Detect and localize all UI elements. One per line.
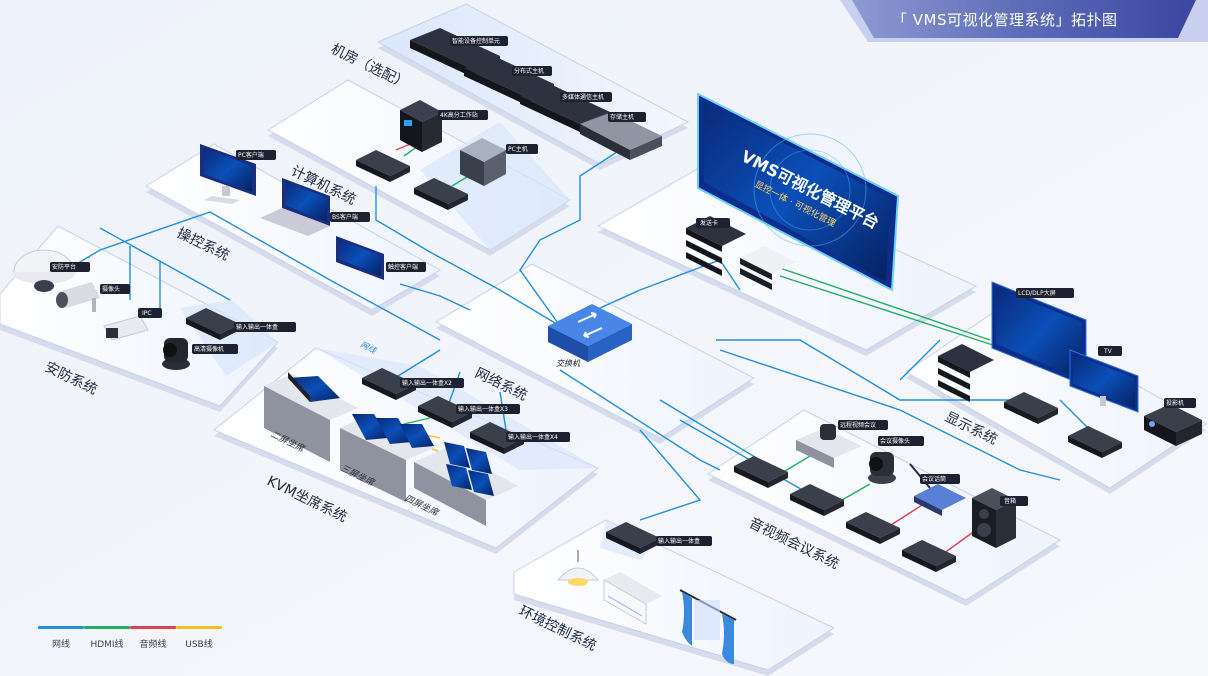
label-io-box-x4: 输入输出一体盒X4 bbox=[508, 433, 558, 441]
legend-item-net: 网线 bbox=[38, 626, 84, 650]
legend-swatch-hdmi bbox=[84, 626, 130, 629]
io-box-av-1 bbox=[734, 456, 788, 488]
pc-host-tower bbox=[460, 138, 506, 186]
label-pc-host: PC主机 bbox=[508, 145, 528, 153]
io-box-kvm-x3 bbox=[418, 396, 472, 428]
pc-client-monitor bbox=[200, 144, 256, 204]
pendant-lamp-icon bbox=[556, 550, 600, 586]
panel-computer bbox=[267, 79, 571, 256]
legend-swatch-net bbox=[38, 626, 84, 629]
seat-4-desk bbox=[414, 442, 518, 526]
vms-big-screen bbox=[697, 92, 900, 292]
label-smart-ctrl: 智能设备控制单元 bbox=[452, 37, 500, 45]
io-box-av-2 bbox=[790, 484, 844, 516]
curtain-icon bbox=[679, 589, 737, 664]
rack-storage-host bbox=[580, 112, 662, 160]
label-multimedia-host: 多媒体通信主机 bbox=[562, 93, 604, 101]
conf-camera bbox=[868, 452, 896, 484]
label-ipc: IPC bbox=[142, 310, 152, 317]
label-switch: 交换机 bbox=[556, 359, 581, 368]
network-cables bbox=[49, 149, 1101, 521]
label-bg bbox=[450, 36, 508, 46]
label-workstation: 4K高分工作站 bbox=[440, 111, 478, 119]
io-box-display-2 bbox=[1068, 426, 1122, 458]
panel-av bbox=[706, 409, 1062, 606]
legend-label-net: 网线 bbox=[51, 640, 70, 650]
legend-swatch-usb bbox=[176, 626, 222, 629]
label-io-box-x2: 输入输出一体盒X2 bbox=[402, 379, 452, 387]
label-tv: TV bbox=[1103, 348, 1113, 355]
label-io-box-env: 输入输出一体盒 bbox=[658, 537, 700, 545]
legend-label-hdmi: HDMI线 bbox=[90, 640, 124, 650]
label-touch-client: 触控客户端 bbox=[388, 263, 418, 271]
label-pc-client: PC客户端 bbox=[238, 151, 264, 159]
page-title: 「 VMS可视化管理系统」拓扑图 bbox=[892, 11, 1118, 29]
air-conditioner-icon bbox=[603, 572, 662, 625]
io-box-display-1 bbox=[1004, 392, 1058, 424]
title-banner bbox=[840, 0, 1208, 42]
cable-legend: 网线 HDMI线 音频线 USB线 bbox=[38, 626, 238, 656]
ipc-camera bbox=[103, 315, 149, 341]
network-switch bbox=[548, 304, 632, 362]
io-box-computer-2 bbox=[414, 178, 468, 210]
label-speaker: 音箱 bbox=[1004, 497, 1016, 505]
label-lcd-dlp: LCD/DLP大屏 bbox=[1018, 289, 1056, 297]
label-remote-conf: 远程视频会议 bbox=[840, 421, 876, 429]
label-distributed-host: 分布式主机 bbox=[514, 67, 544, 75]
io-box-av-3 bbox=[846, 512, 900, 544]
label-io-box-x3: 输入输出一体盒X3 bbox=[458, 405, 508, 413]
legend-item-hdmi: HDMI线 bbox=[84, 626, 130, 650]
label-security-platform: 安防平台 bbox=[52, 263, 76, 271]
touch-client-tablet bbox=[336, 236, 384, 280]
label-hd-camera: 高清摄像机 bbox=[194, 345, 224, 353]
hd-ptz-camera bbox=[162, 338, 190, 370]
label-bs-client: BS客户端 bbox=[332, 213, 358, 221]
projector bbox=[1144, 404, 1202, 446]
legend-swatch-audio bbox=[130, 626, 176, 629]
remote-conf-terminal bbox=[796, 424, 862, 468]
tv-screen bbox=[1069, 349, 1139, 413]
legend-item-usb: USB线 bbox=[176, 626, 222, 650]
legend-label-audio: 音频线 bbox=[139, 640, 167, 650]
label-storage-host: 存储主机 bbox=[610, 113, 634, 121]
bs-client-laptop bbox=[260, 178, 330, 236]
bullet-camera bbox=[56, 282, 100, 312]
label-camera: 摄像头 bbox=[102, 285, 120, 293]
workstation-tower bbox=[400, 100, 442, 152]
io-box-av-4 bbox=[902, 540, 956, 572]
io-box-env bbox=[606, 522, 660, 554]
display-controller-stack bbox=[938, 344, 994, 402]
label-projector: 投影机 bbox=[1166, 399, 1184, 407]
label-conf-mic: 会议话筒 bbox=[922, 475, 946, 483]
io-box-computer-1 bbox=[356, 150, 410, 182]
legend-label-usb: USB线 bbox=[185, 640, 213, 650]
seat-3-desk bbox=[340, 414, 438, 502]
legend-item-audio: 音频线 bbox=[130, 626, 176, 650]
label-sender-card: 发送卡 bbox=[700, 219, 718, 227]
seat-2-desk bbox=[264, 372, 358, 462]
label-conf-camera: 会议摄像头 bbox=[880, 437, 910, 445]
label-io-box-security: 输入输出一体盒 bbox=[236, 323, 278, 331]
speaker bbox=[972, 488, 1016, 548]
